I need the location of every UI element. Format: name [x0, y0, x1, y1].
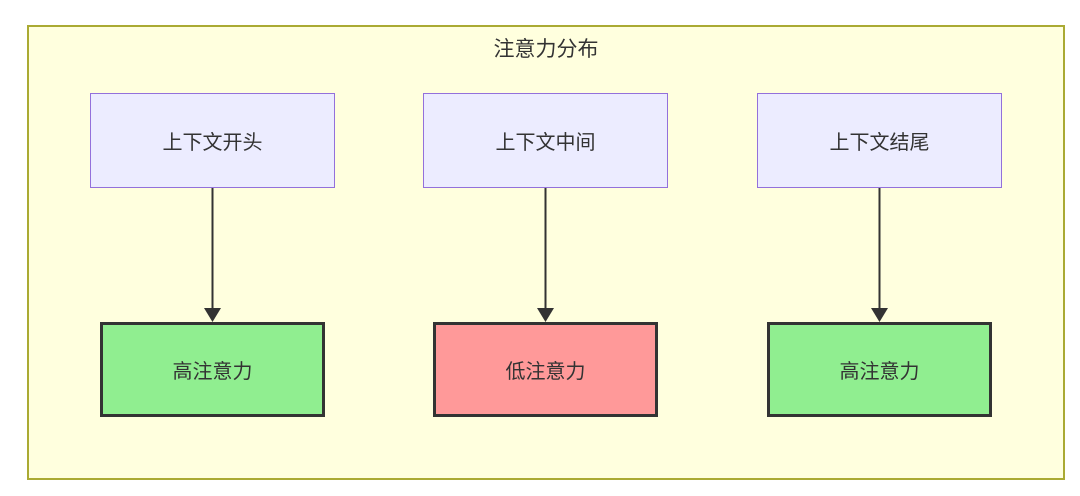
node-high-attention-2-label: 高注意力: [839, 361, 920, 383]
flow-column-context-start: 上下文开头 高注意力: [90, 93, 335, 417]
arrow-down-icon: [204, 188, 221, 322]
attention-distribution-container: 注意力分布 上下文开头 高注意力 上下文中间 低注意力: [27, 25, 1065, 480]
flow-column-context-middle: 上下文中间 低注意力: [423, 93, 668, 417]
node-high-attention-1: 高注意力: [100, 322, 325, 417]
node-low-attention: 低注意力: [433, 322, 658, 417]
flow-column-context-end: 上下文结尾 高注意力: [757, 93, 1002, 417]
node-high-attention-1-label: 高注意力: [172, 361, 253, 383]
node-context-start: 上下文开头: [90, 93, 335, 188]
node-context-middle: 上下文中间: [423, 93, 668, 188]
node-high-attention-2: 高注意力: [767, 322, 992, 417]
node-context-middle-label: 上下文中间: [495, 132, 596, 154]
diagram-title: 注意力分布: [493, 38, 599, 61]
arrow-down-icon: [871, 188, 888, 322]
node-context-end-label: 上下文结尾: [829, 132, 930, 154]
arrow-down-icon: [537, 188, 554, 322]
node-context-start-label: 上下文开头: [162, 132, 263, 154]
node-low-attention-label: 低注意力: [505, 361, 586, 383]
node-context-end: 上下文结尾: [757, 93, 1002, 188]
